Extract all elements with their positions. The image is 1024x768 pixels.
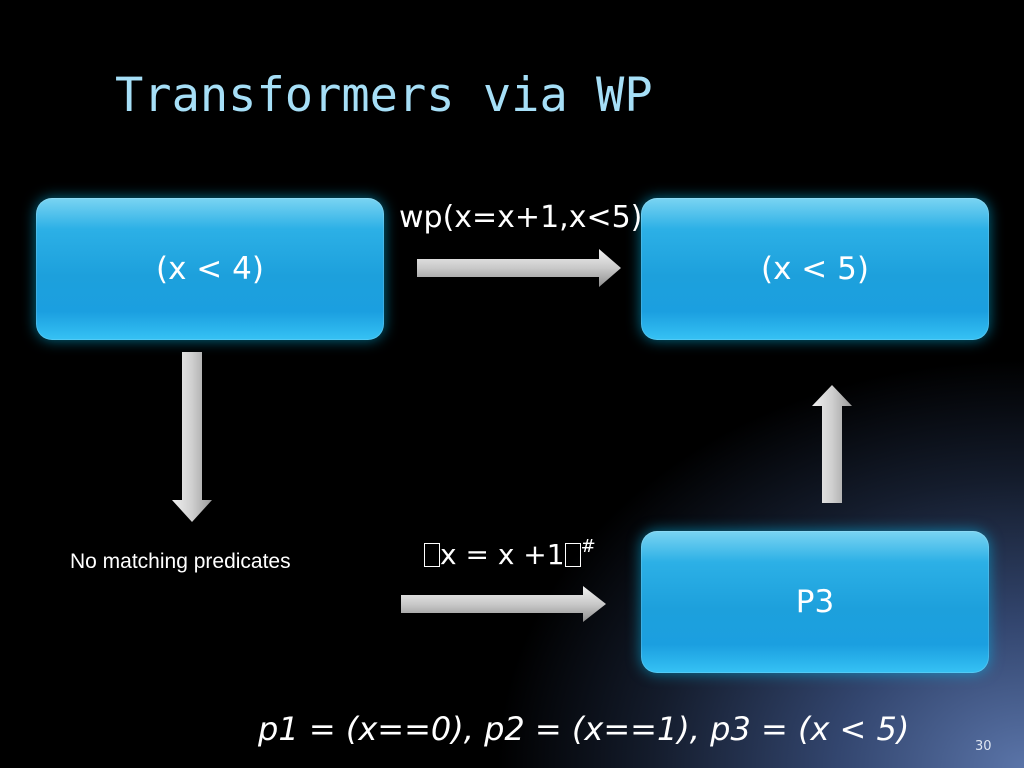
arrow-down-icon — [172, 352, 212, 522]
transformer-superscript: # — [580, 536, 596, 557]
predicate-box-x-lt-4-label: (x < 4) — [156, 251, 264, 287]
transformer-statement: x = x +1 — [440, 538, 565, 571]
predicate-box-x-lt-5: (x < 5) — [641, 198, 989, 340]
slide-number: 30 — [975, 739, 992, 754]
predicate-box-p3: P3 — [641, 531, 989, 673]
bracket-open-icon — [424, 543, 440, 567]
abstract-transformer-label: x = x +1 # — [424, 536, 596, 571]
predicate-box-p3-label: P3 — [795, 584, 835, 620]
predicate-box-x-lt-5-label: (x < 5) — [761, 251, 869, 287]
bracket-close-icon — [564, 543, 581, 567]
predicates-definition: p1 = (x==0), p2 = (x==1), p3 = (x < 5) — [258, 710, 910, 748]
slide-title: Transformers via WP — [115, 68, 653, 123]
wp-label: wp(x=x+1,x<5) — [399, 200, 643, 235]
arrow-right-icon — [401, 586, 606, 622]
arrow-up-icon — [812, 385, 852, 503]
predicate-box-x-lt-4: (x < 4) — [36, 198, 384, 340]
arrow-right-icon — [417, 249, 621, 287]
no-matching-predicates-label: No matching predicates — [70, 550, 291, 573]
